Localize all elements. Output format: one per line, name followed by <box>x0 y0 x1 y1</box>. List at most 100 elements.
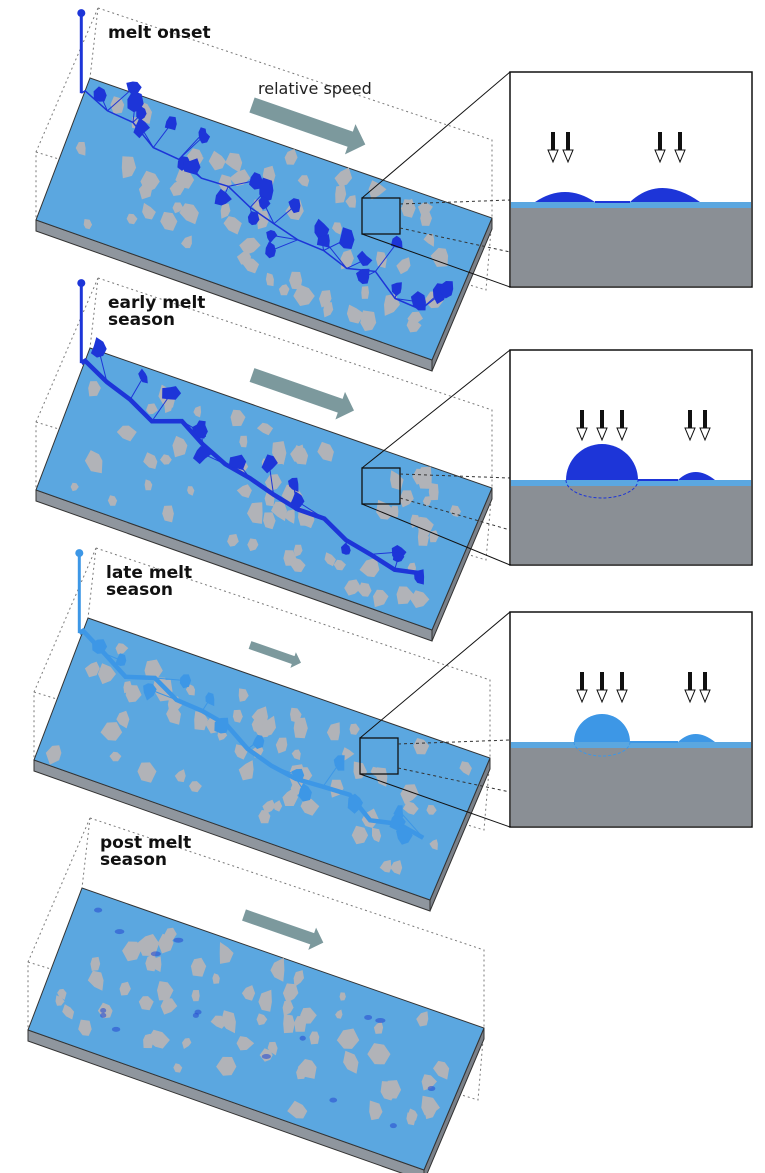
debris-patch <box>116 710 130 729</box>
debris-patch <box>258 810 271 824</box>
lake-remnant <box>100 1007 107 1013</box>
debris-patch <box>287 1100 308 1119</box>
debris-patch <box>193 405 202 418</box>
connector-3 <box>359 611 511 828</box>
supraglacial-lake <box>316 234 330 248</box>
supraglacial-lake <box>179 674 192 689</box>
debris-patch <box>324 552 336 567</box>
supraglacial-lake <box>356 268 370 284</box>
debris-patch <box>187 486 195 496</box>
supraglacial-lake <box>347 793 363 814</box>
box-back-top-edge <box>95 547 491 758</box>
debris-patch <box>390 860 403 875</box>
main-channel <box>80 357 424 576</box>
debris-patch <box>241 985 256 1001</box>
debris-patch <box>239 435 248 448</box>
debris-patch <box>271 501 287 522</box>
box-back-top-edge <box>89 817 485 1028</box>
debris-patch <box>283 1014 295 1034</box>
debris-patch <box>55 995 65 1006</box>
debris-patch <box>172 202 184 214</box>
radiation-arrow-head <box>616 427 628 442</box>
debris-patch <box>429 839 438 851</box>
debris-patch <box>420 210 432 226</box>
debris-patch <box>332 222 342 235</box>
supraglacial-lake <box>266 230 278 244</box>
lake-remnant <box>150 951 161 957</box>
lake-remnant <box>111 1026 121 1032</box>
debris-patch <box>422 496 431 506</box>
supraglacial-lake <box>289 491 305 511</box>
relative-speed-arrow <box>242 909 324 950</box>
box-back-inner-edge <box>87 547 97 619</box>
lake-remnant <box>364 1014 373 1020</box>
debris-patch <box>216 1056 237 1076</box>
debris-patch <box>273 448 286 465</box>
lake-remnant <box>114 929 125 935</box>
debris-patch <box>162 505 174 523</box>
debris-patch <box>145 954 157 972</box>
debris-patch <box>396 257 411 275</box>
debris-patch <box>110 96 125 114</box>
debris-patch <box>257 210 270 230</box>
debris-patch <box>258 989 272 1012</box>
panel-1 <box>35 7 493 372</box>
lake-remnant <box>192 1012 199 1018</box>
panel-label-line: season <box>108 310 175 330</box>
supraglacial-lake <box>356 250 373 266</box>
debris-patch <box>144 659 163 681</box>
speed-arrow-shape <box>249 97 366 155</box>
debris-patch <box>335 184 347 204</box>
debris-patch <box>182 1038 192 1049</box>
debris-patch <box>410 590 430 608</box>
drainage-network <box>77 279 425 585</box>
speed-arrow-shape <box>249 368 354 420</box>
debris-patch <box>125 685 142 703</box>
debris-patch <box>100 722 123 741</box>
debris-patch <box>282 983 299 1003</box>
debris-patch <box>160 211 178 231</box>
debris-patch <box>296 1066 307 1080</box>
debris-patch <box>400 784 419 805</box>
connector-1 <box>361 71 511 288</box>
debris-patch <box>157 933 174 954</box>
debris-patch <box>396 586 414 605</box>
debris-patch <box>122 941 141 962</box>
insets-layer <box>509 71 753 828</box>
debris-patch <box>273 800 283 812</box>
debris-patch <box>219 942 234 964</box>
debris-patch <box>45 745 62 765</box>
debris-patch <box>225 152 243 173</box>
debris-patch <box>208 150 226 171</box>
debris-patch <box>164 398 173 413</box>
supraglacial-lake <box>258 196 271 210</box>
debris-patch <box>173 1063 183 1073</box>
debris-patch <box>373 589 389 608</box>
supraglacial-lake <box>265 241 276 259</box>
supraglacial-lake <box>115 653 127 666</box>
debris-patch <box>289 271 303 290</box>
inset-early <box>509 349 753 566</box>
connector-dashed <box>399 199 511 205</box>
debris-patch <box>265 272 274 287</box>
debris-patch <box>87 970 104 991</box>
supraglacial-lake <box>92 639 108 654</box>
debris-patch <box>275 737 288 754</box>
radiation-arrow-head <box>654 149 666 164</box>
panel-2 <box>35 277 493 642</box>
supraglacial-lake <box>127 90 144 113</box>
debris-patch <box>251 715 263 733</box>
speed-arrow-shape <box>248 641 301 668</box>
debris-patch <box>239 237 261 255</box>
debris-patch <box>267 1041 278 1056</box>
lake-remnant <box>299 1035 306 1041</box>
debris-patch <box>174 769 186 783</box>
supraglacial-lake <box>341 543 351 555</box>
radiation-arrow-head <box>547 149 559 164</box>
debris-patch <box>417 516 434 536</box>
connector-line <box>361 71 511 199</box>
debris-patch <box>349 723 360 735</box>
debris-patches <box>55 927 450 1126</box>
panel-label-line: melt onset <box>108 23 211 43</box>
